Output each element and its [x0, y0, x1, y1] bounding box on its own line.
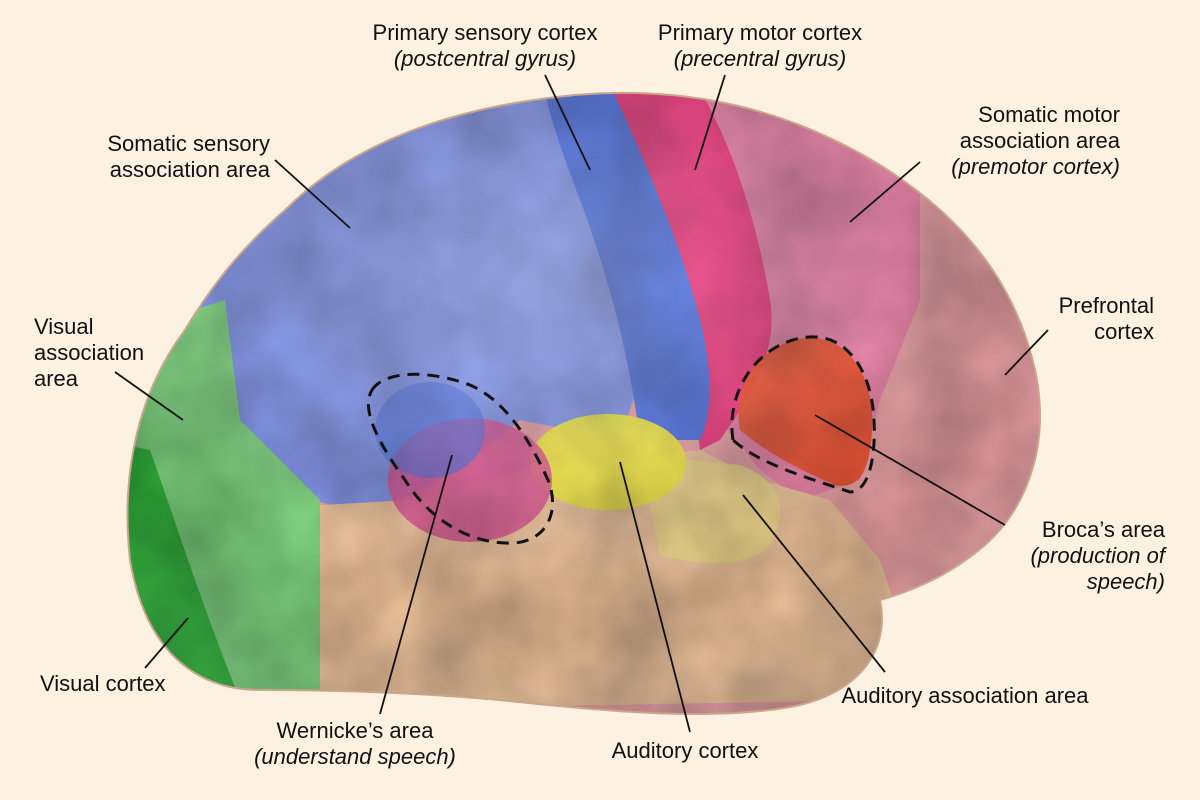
label-somatic-motor-line2: association area: [959, 128, 1120, 153]
label-auditory-assoc-title: Auditory association area: [841, 683, 1089, 708]
label-visual-cortex: Visual cortex: [40, 671, 200, 697]
label-primary-motor-sub: (precentral gyrus): [673, 46, 847, 71]
leader-prefrontal: [1004, 329, 1049, 376]
label-wernickes-area: Wernicke’s area (understand speech): [220, 718, 490, 770]
label-broca-title: Broca’s area: [1041, 517, 1165, 542]
label-prefrontal-cortex: Prefrontal cortex: [1010, 293, 1154, 345]
label-prefrontal-line2: cortex: [1094, 319, 1154, 344]
label-brocas-area: Broca’s area (production of speech): [985, 517, 1165, 595]
label-primary-motor-title: Primary motor cortex: [657, 20, 863, 45]
label-primary-motor-cortex: Primary motor cortex (precentral gyrus): [635, 20, 885, 72]
leader-somatic-motor: [849, 161, 921, 223]
leader-lines: [114, 74, 1049, 733]
label-broca-sub2: speech): [1086, 569, 1165, 594]
label-primary-sensory-cortex: Primary sensory cortex (postcentral gyru…: [350, 20, 620, 72]
leader-auditory-cortex: [619, 461, 691, 733]
leader-somatic-sensory: [274, 159, 351, 229]
label-auditory-cortex: Auditory cortex: [570, 738, 800, 764]
label-visual-association: Visual association area: [34, 314, 174, 392]
label-broca-sub1: (production of: [1030, 543, 1165, 568]
label-visual-assoc-line2: association: [34, 340, 145, 365]
label-auditory-association: Auditory association area: [800, 683, 1130, 709]
leader-broca: [814, 414, 1006, 526]
label-somatic-sensory-line1: Somatic sensory: [107, 131, 270, 156]
leader-auditory-assoc: [742, 494, 886, 673]
leader-visual-cortex: [144, 617, 189, 669]
label-visual-cortex-title: Visual cortex: [40, 671, 166, 696]
label-somatic-motor-sub: (premotor cortex): [951, 154, 1120, 179]
brain-outline: [126, 91, 1041, 716]
leader-primary-motor: [694, 74, 726, 171]
label-auditory-cortex-title: Auditory cortex: [611, 738, 759, 763]
label-somatic-motor-line1: Somatic motor: [978, 102, 1120, 127]
label-wernicke-title: Wernicke’s area: [276, 718, 434, 743]
label-prefrontal-line1: Prefrontal: [1058, 293, 1154, 318]
leader-primary-sensory: [544, 74, 591, 171]
leader-wernicke: [379, 454, 453, 715]
label-visual-assoc-line3: area: [34, 366, 79, 391]
label-somatic-sensory-line2: association area: [109, 157, 270, 182]
leader-visual-assoc: [114, 371, 184, 421]
label-somatic-sensory-association: Somatic sensory association area: [60, 131, 270, 183]
label-primary-sensory-title: Primary sensory cortex: [372, 20, 598, 45]
broca-dashed-outline: [730, 335, 876, 494]
label-primary-sensory-sub: (postcentral gyrus): [393, 46, 577, 71]
label-wernicke-sub: (understand speech): [254, 744, 456, 769]
label-somatic-motor-association: Somatic motor association area (premotor…: [900, 102, 1120, 180]
label-visual-assoc-line1: Visual: [34, 314, 94, 339]
